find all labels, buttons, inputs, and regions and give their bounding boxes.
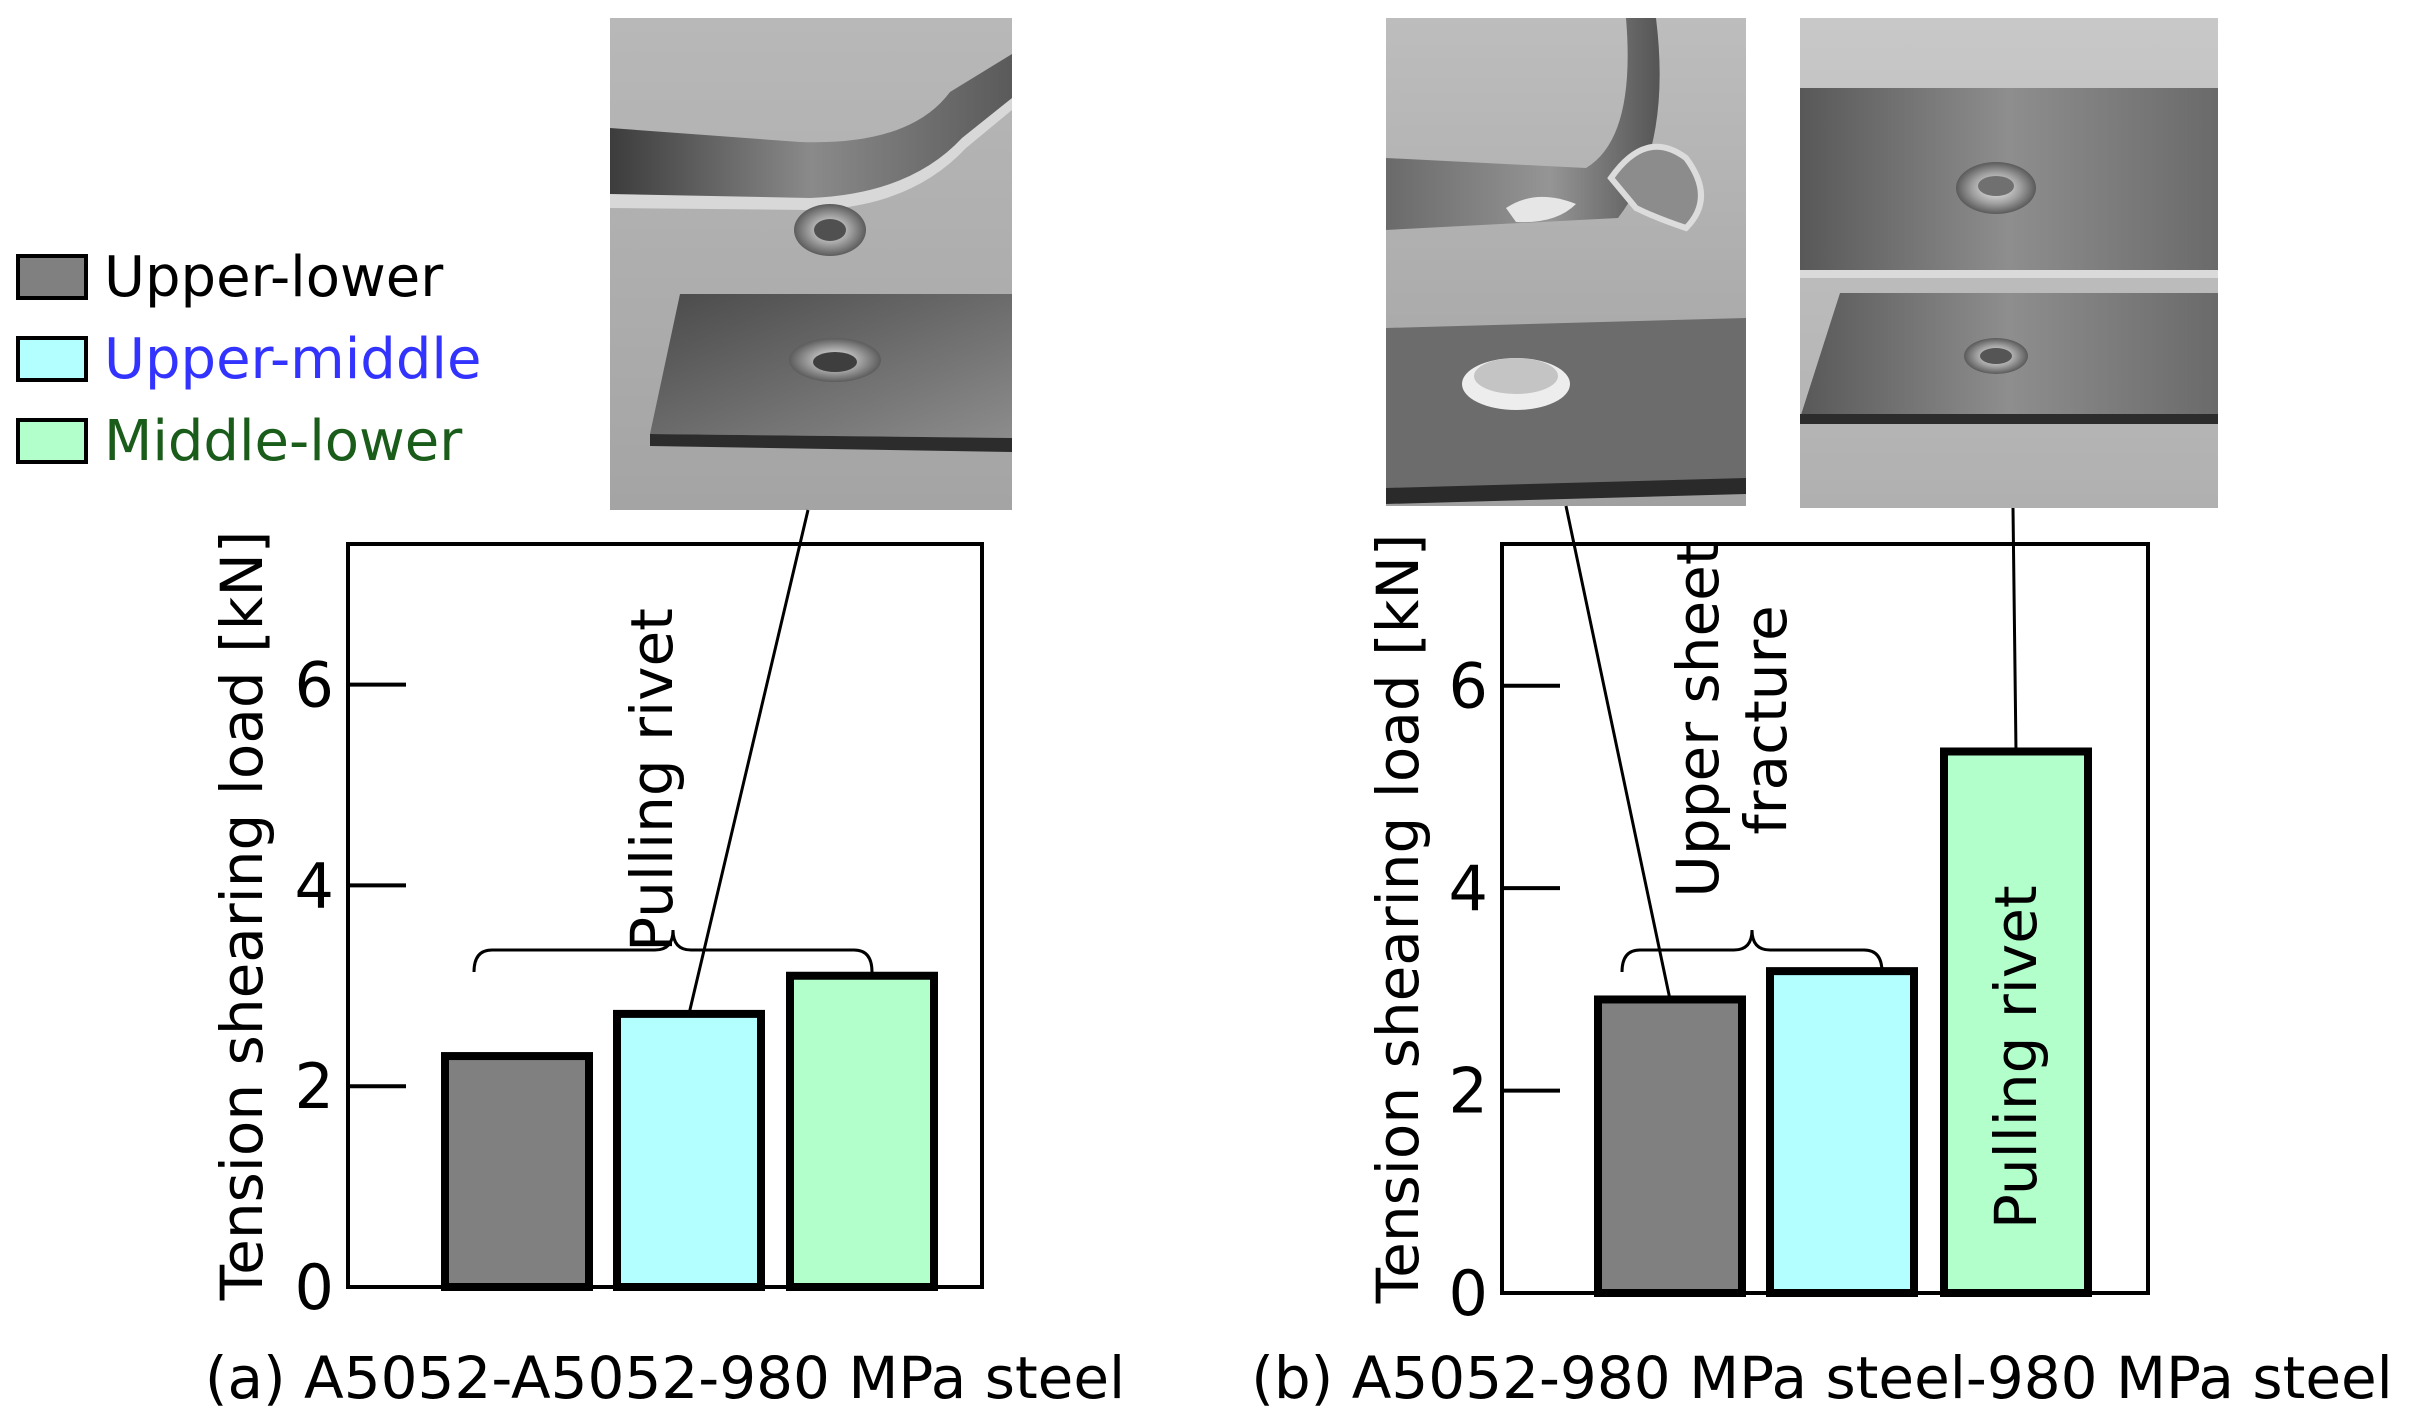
legend: Upper-lower Upper-middle Middle-lower	[16, 248, 536, 478]
legend-item-middle-lower: Middle-lower	[16, 412, 536, 472]
annotation-label: Pulling rivet	[618, 608, 686, 952]
panel-caption: (b) A5052-980 MPa steel-980 MPa steel	[1251, 1344, 2393, 1412]
y-tick-label: 0	[295, 1251, 334, 1324]
bar-upper-middle	[1766, 967, 1918, 1297]
legend-label: Upper-lower	[104, 245, 444, 310]
photo-b-upper-sheet-fracture	[1386, 18, 1746, 506]
legend-swatch	[16, 336, 88, 382]
photo-b-pulling-rivet	[1800, 18, 2218, 508]
legend-swatch	[16, 254, 88, 300]
annotation-bracket	[472, 929, 874, 973]
legend-label: Upper-middle	[104, 327, 482, 392]
bar-upper-lower	[441, 1052, 593, 1292]
panel-caption: (a) A5052-A5052-980 MPa steel	[205, 1344, 1125, 1412]
annotation-label: Upper sheet	[1664, 542, 1732, 897]
legend-item-upper-lower: Upper-lower	[16, 248, 536, 308]
legend-item-upper-middle: Upper-middle	[16, 330, 536, 390]
bar-upper-lower	[1594, 995, 1746, 1297]
annotation-bracket	[1620, 929, 1884, 973]
y-tick-label: 0	[1449, 1257, 1488, 1330]
legend-label: Middle-lower	[104, 409, 463, 474]
bar-middle-lower	[1940, 747, 2092, 1297]
y-axis-label: Tension shearing load [kN]	[1364, 534, 1432, 1305]
photo-connector-line	[1564, 505, 1672, 1000]
y-tick-label: 4	[295, 849, 334, 922]
annotation-label-in-bar: Pulling rivet	[1982, 885, 2050, 1229]
y-tick-label: 6	[295, 649, 334, 722]
y-axis-label: Tension shearing load [kN]	[208, 531, 276, 1302]
bar-middle-lower	[786, 971, 938, 1291]
y-tick-label: 2	[1449, 1055, 1488, 1128]
photo-connector-line	[687, 509, 810, 1015]
y-tick-label: 2	[295, 1050, 334, 1123]
bar-upper-middle	[613, 1009, 765, 1291]
photo-connector-line	[2011, 507, 2018, 752]
y-tick-label: 6	[1449, 650, 1488, 723]
annotation-label: fracture	[1732, 605, 1800, 834]
legend-swatch	[16, 418, 88, 464]
y-tick-label: 4	[1449, 852, 1488, 925]
photo-a-pulling-rivet	[610, 18, 1012, 510]
